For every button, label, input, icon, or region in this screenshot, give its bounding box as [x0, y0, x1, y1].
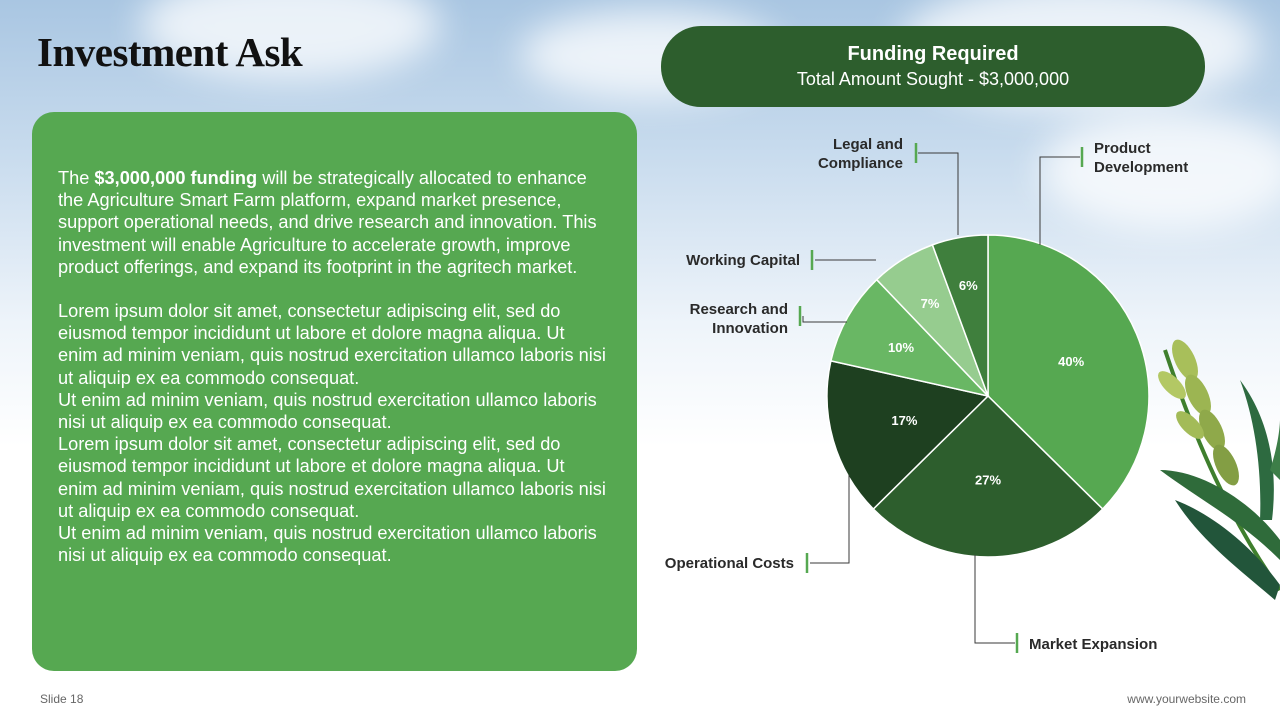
- pie-slice-operational-costs: [826, 359, 990, 511]
- lorem-paragraph: Ut enim ad minim veniam, quis nostrud ex…: [58, 389, 597, 433]
- pie-value-label: 40%: [1058, 354, 1084, 369]
- text-body: The $3,000,000 funding will be strategic…: [58, 167, 606, 566]
- category-labels: Product Development Legal and Compliance…: [665, 136, 1188, 653]
- intro-text-start: The: [58, 168, 95, 188]
- pie-slice-market-expansion: [872, 394, 1104, 558]
- category-label-research-line2: Innovation: [712, 320, 788, 337]
- pie-slice-research-and-innovation: [829, 278, 991, 398]
- callout-markers: [798, 143, 1084, 653]
- intro-text-end: will be strategically allocated to enhan…: [58, 168, 597, 277]
- funding-title: Funding Required: [847, 43, 1019, 65]
- text-card: [32, 112, 637, 671]
- pie-slice-product-development: [987, 234, 1150, 511]
- category-label-operational-costs: Operational Costs: [665, 555, 794, 572]
- lorem-paragraph: Lorem ipsum dolor sit amet, consectetur …: [58, 301, 606, 388]
- slide-number: Slide 18: [40, 692, 84, 706]
- website-url: www.yourwebsite.com: [1127, 692, 1246, 706]
- category-label-product-development-line1: Product: [1094, 140, 1151, 157]
- wheat-plant-icon: [1158, 339, 1280, 600]
- pie-value-label: 7%: [921, 296, 940, 311]
- slide-title: Investment Ask: [37, 29, 303, 75]
- category-label-research-line1: Research and: [690, 301, 788, 318]
- lorem-paragraph: Lorem ipsum dolor sit amet, consectetur …: [58, 434, 606, 521]
- pie-value-label: 6%: [959, 278, 978, 293]
- category-label-product-development-line2: Development: [1094, 159, 1188, 176]
- callout-lines: [802, 152, 1080, 644]
- pie-slice-legal-and-compliance: [931, 234, 989, 397]
- category-label-legal-line2: Compliance: [818, 155, 903, 172]
- funding-required-pill: Funding Required Total Amount Sought - $…: [661, 26, 1205, 107]
- intro-paragraph: The $3,000,000 funding will be strategic…: [58, 167, 606, 278]
- pie-value-label: 17%: [891, 413, 917, 428]
- background-cloud: [1040, 110, 1280, 230]
- funding-amount-highlight: $3,000,000 funding: [94, 168, 258, 188]
- pie-value-label: 27%: [975, 473, 1001, 488]
- category-label-market-expansion: Market Expansion: [1029, 636, 1157, 653]
- category-label-legal-line1: Legal and: [833, 136, 903, 153]
- pie-value-label: 10%: [888, 340, 914, 355]
- funding-subtitle: Total Amount Sought - $3,000,000: [796, 69, 1070, 89]
- category-label-working-capital: Working Capital: [686, 252, 800, 269]
- lorem-paragraph: Ut enim ad minim veniam, quis nostrud ex…: [58, 523, 597, 566]
